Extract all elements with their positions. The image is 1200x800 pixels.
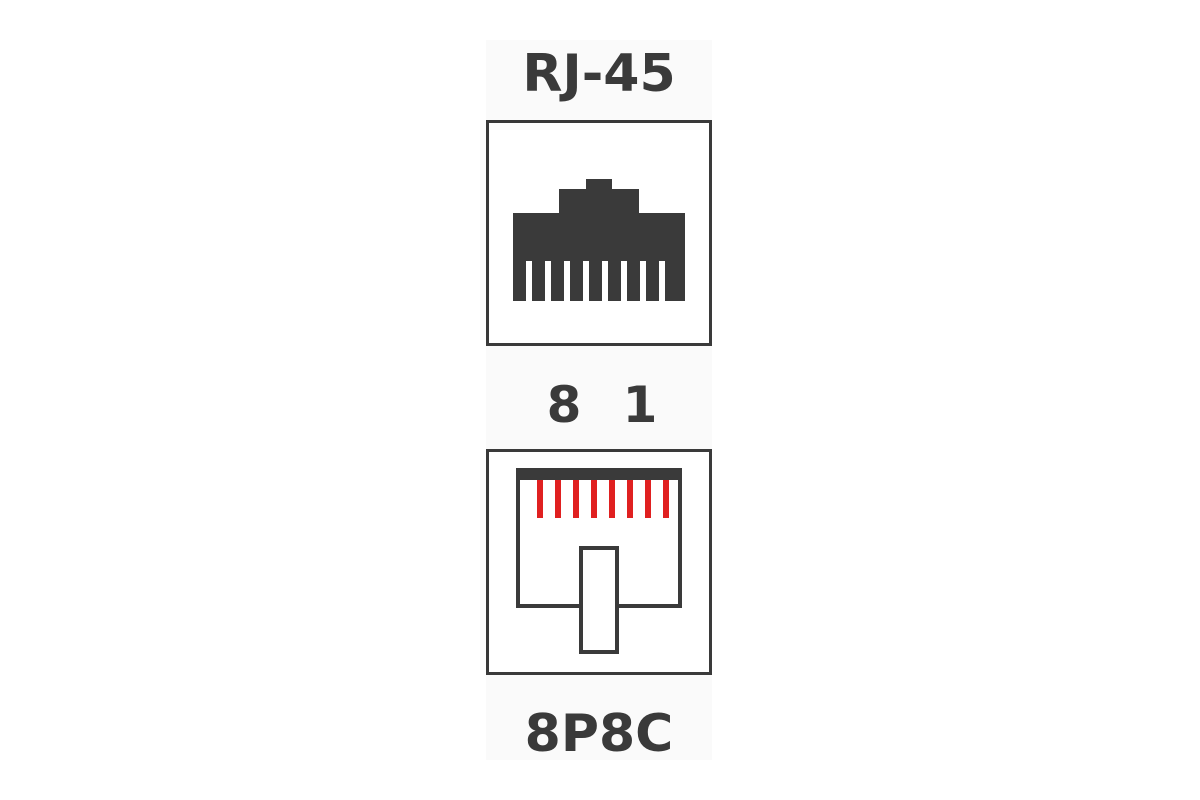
socket-frame xyxy=(486,120,712,346)
socket-contact-slots xyxy=(526,261,665,301)
plug-contacts xyxy=(537,480,669,518)
connector-subtitle: 8P8C xyxy=(524,704,674,764)
8p8c-plug-icon xyxy=(516,468,682,654)
pin-label-8: 8 xyxy=(546,376,582,434)
rj45-socket-icon xyxy=(513,179,685,301)
pin-label-1: 1 xyxy=(622,376,658,434)
plug-frame xyxy=(486,449,712,675)
connector-title: RJ-45 xyxy=(522,44,676,104)
plug-latch xyxy=(579,546,619,654)
